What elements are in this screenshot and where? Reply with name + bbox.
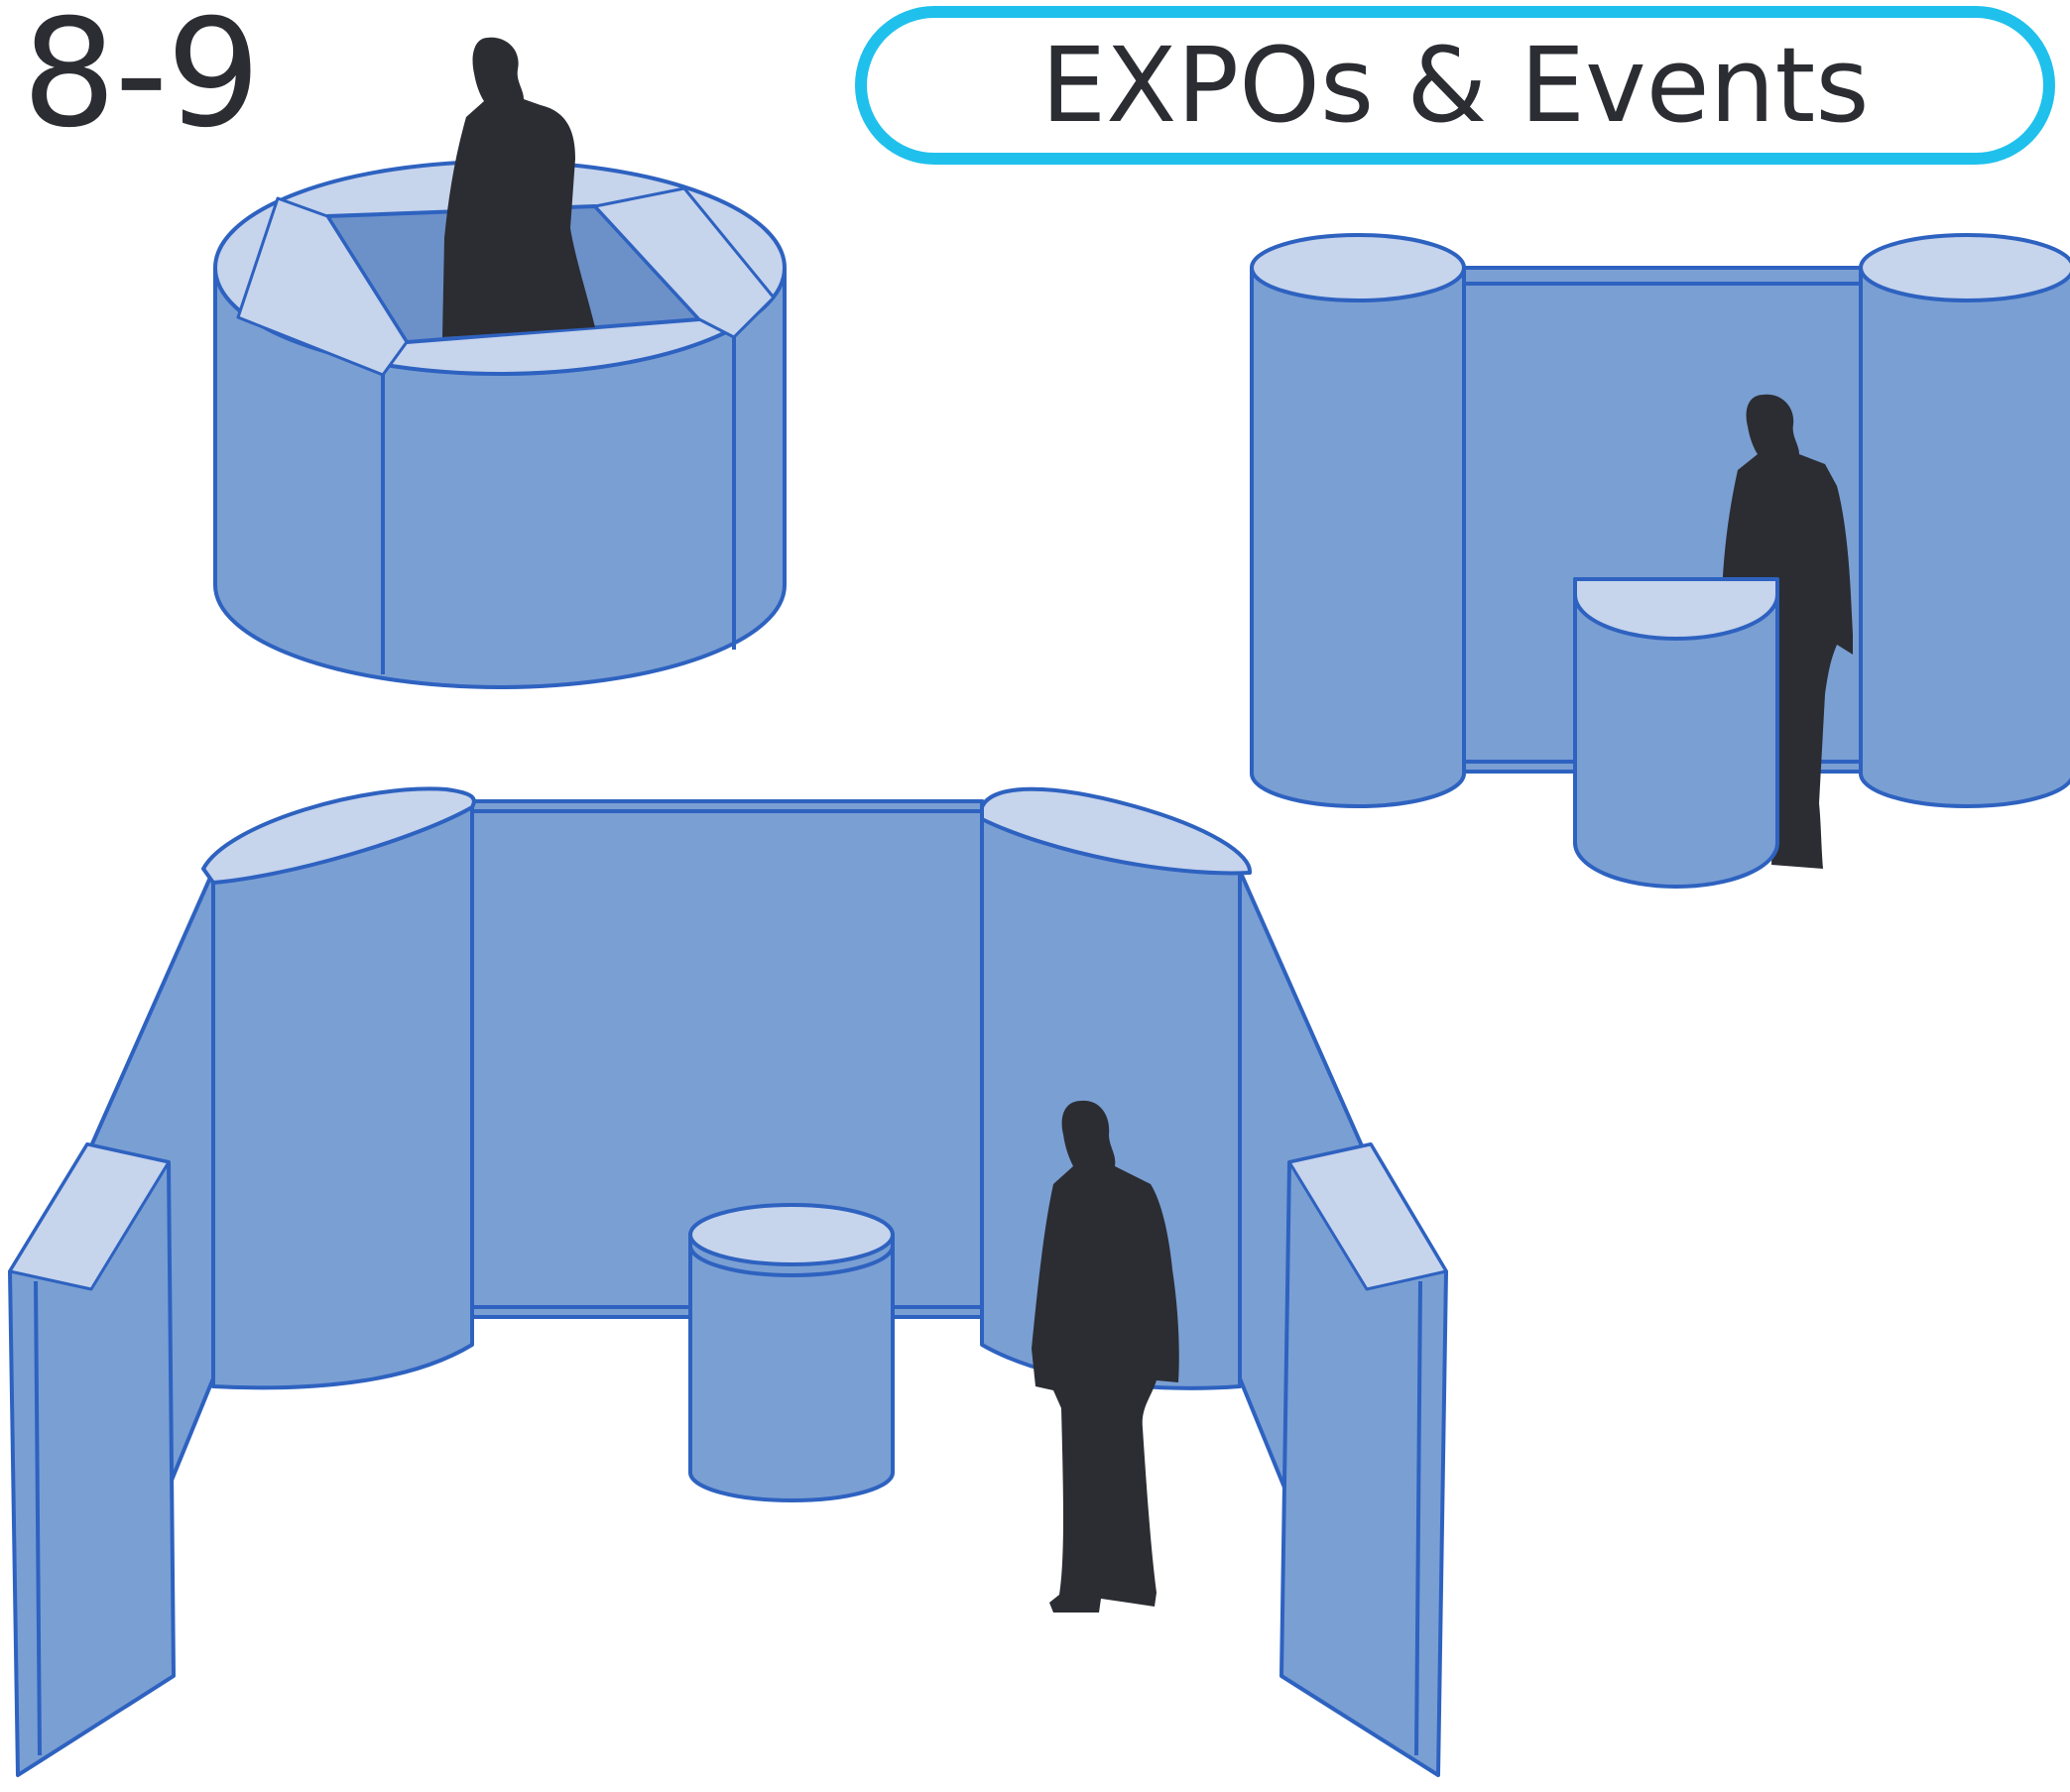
right-front-panel-edge	[1414, 1280, 1422, 1756]
right-column	[1859, 266, 2070, 808]
right-curved-column-top	[980, 786, 1253, 876]
pedestal-rim	[688, 1245, 895, 1277]
left-curved-column-top	[201, 786, 476, 885]
small-round-counter	[1573, 593, 1779, 889]
left-curved-column	[211, 799, 474, 1390]
person-silhouette-icon	[442, 37, 595, 337]
round-pedestal-top	[688, 1203, 895, 1266]
page-title: EXPOs & Events	[1040, 25, 1870, 146]
page-number: 8-9	[22, 0, 261, 161]
small-round-counter-top	[1573, 577, 1779, 641]
left-column	[1250, 266, 1466, 808]
counter-top-segment-right	[593, 186, 776, 339]
round-counter-body	[213, 266, 787, 689]
left-front-panel-edge	[34, 1280, 42, 1756]
round-pedestal	[688, 1233, 895, 1502]
column-backwall-booth	[1250, 233, 2070, 889]
right-front-panel-top	[1287, 1142, 1448, 1291]
right-column-top	[1859, 233, 2070, 302]
person-silhouette-icon	[1722, 394, 1853, 869]
left-front-panel-top	[8, 1142, 171, 1291]
round-counter-booth	[213, 37, 787, 689]
left-column-top	[1250, 233, 1466, 302]
counter-top-segment-left	[236, 196, 409, 377]
person-silhouette-icon	[1032, 1100, 1179, 1613]
large-modular-booth	[8, 786, 1448, 1777]
